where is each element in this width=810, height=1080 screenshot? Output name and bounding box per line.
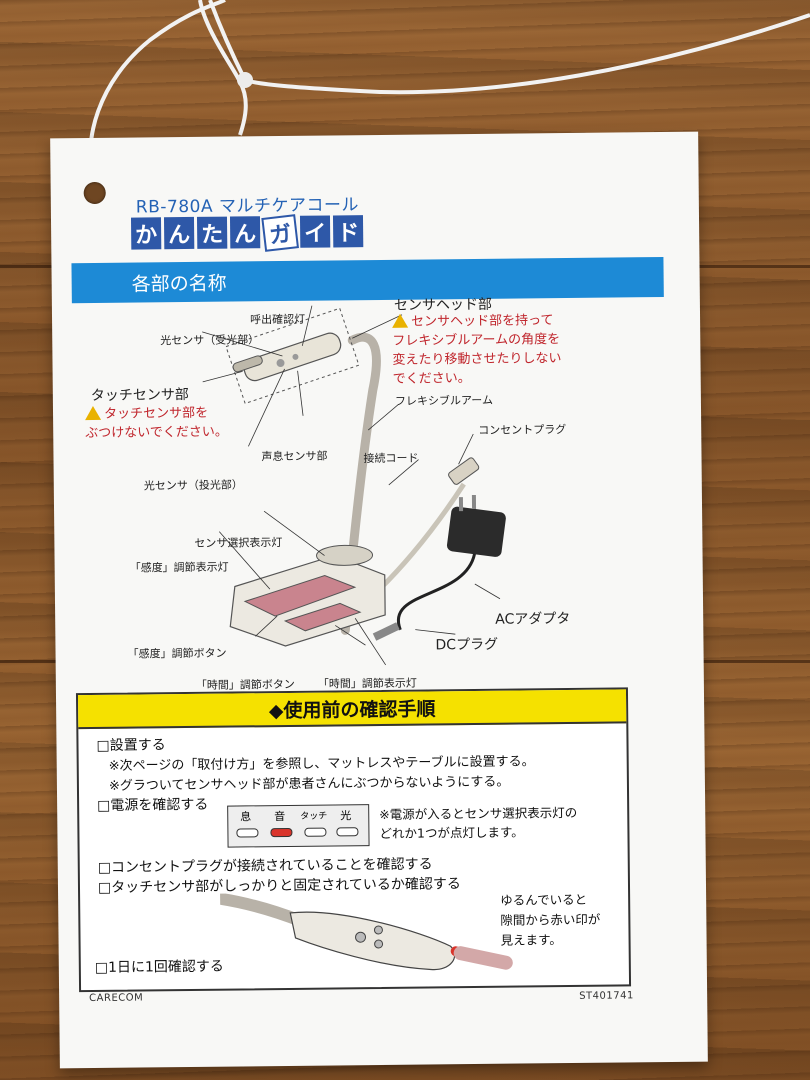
indicator-led (236, 828, 259, 838)
title-char: ド (332, 215, 364, 248)
sensor-indicator-panel: 息 音 タッチ 光 (227, 804, 370, 848)
note-item: ※グラついてセンサヘッド部が患者さんにぶつからないようにする。 (108, 774, 510, 794)
section-title: 各部の名称 (71, 257, 664, 304)
check-item: □電源を確認する (97, 796, 209, 814)
label-sensor-select-lamp: センサ選択表示灯 (194, 536, 283, 550)
label-dc-plug: DCプラグ (435, 636, 499, 654)
warning-icon (84, 405, 102, 421)
indicator-label: 音 (274, 809, 286, 824)
check-item: □設置する (96, 737, 166, 754)
label-outlet-plug: コンセントプラグ (478, 423, 567, 437)
indicator-label: 光 (340, 809, 352, 823)
document-code: ST401741 (579, 990, 634, 1002)
warning-icon (392, 313, 409, 328)
check-item: □1日に1回確認する (94, 958, 224, 976)
title-char: ガ (261, 214, 299, 252)
indicator-label: 息 (240, 810, 252, 824)
guide-title: か ん た ん ガ イ ド (130, 214, 364, 252)
label-connection-cord: 接続コード (363, 451, 419, 466)
touch-sensor-illustration (220, 892, 513, 971)
quick-guide-card: RB-780A マルチケアコール か ん た ん ガ イ ド 各部の名称 (50, 131, 708, 1069)
label-sensitivity-button: 「感度」調節ボタン (127, 646, 227, 661)
checklist-heading: ◆使用前の確認手順 (77, 689, 627, 730)
label-light-sensor-tx: 光センサ（投光部） (143, 478, 243, 493)
title-char: イ (299, 215, 331, 248)
power-note: ※電源が入るとセンサ選択表示灯の どれか1つが点灯します。 (379, 804, 578, 842)
model-name: RB-780A マルチケアコール (135, 195, 360, 218)
card-hole (83, 181, 106, 205)
label-call-confirm-lamp: 呼出確認灯 (249, 312, 306, 327)
loose-note: ゆるんでいると 隙間から赤い印が 見えます。 (500, 891, 601, 948)
label-touch-sensor: タッチセンサ部 (90, 386, 189, 405)
indicator-led-on (270, 827, 293, 838)
title-char: ん (229, 216, 261, 249)
warning-sensor-head: センサヘッド部を持って フレキシブルアームの角度を 変えたり移動させたりしない … (392, 313, 562, 387)
device-diagram (202, 305, 506, 666)
label-ac-adapter: ACアダプタ (495, 610, 571, 628)
indicator-led (304, 827, 327, 837)
title-char: か (130, 217, 162, 250)
indicator-led (336, 827, 359, 837)
label-voice-sensor: 声息センサ部 (261, 449, 328, 464)
label-flexible-arm: フレキシブルアーム (394, 393, 493, 408)
pre-use-checklist: ◆使用前の確認手順 □設置する ※次ページの「取付け方」を参照し、マットレスやテ… (75, 687, 632, 993)
label-light-sensor-rx: 光センサ（受光部） (160, 333, 260, 348)
brand-name: CARECOM (89, 992, 144, 1005)
label-sensitivity-lamp: 「感度」調節表示灯 (129, 560, 229, 575)
indicator-label: タッチ (300, 811, 328, 822)
warning-touch-sensor: タッチセンサ部を ぶつけないでください。 (84, 405, 228, 442)
title-char: ん (163, 216, 195, 250)
title-char: た (196, 216, 228, 249)
